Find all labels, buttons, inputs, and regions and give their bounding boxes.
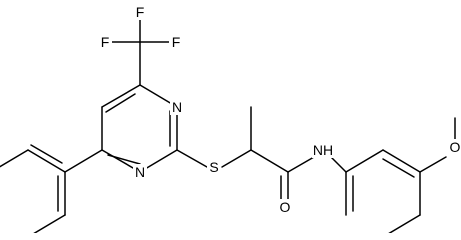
bond-ar-2-double — [382, 158, 415, 178]
bond-ar-o — [419, 156, 447, 173]
pyrimidine-nitrogen-bottom: N — [135, 164, 145, 180]
side-chain — [176, 106, 347, 204]
bond-c4-c5-double — [105, 93, 136, 113]
bond-ar-2 — [382, 149, 421, 173]
molecule-canvas: F F F N N S NH O O — [0, 4, 461, 233]
atom-labels: F F F N N S NH O O — [98, 4, 461, 215]
bond-c2-s — [176, 149, 208, 168]
bond-c4-c5 — [101, 84, 141, 108]
pyrimidine-nitrogen-top: N — [172, 99, 182, 115]
fluorine-label-left: F — [101, 34, 110, 50]
bond-ar-1 — [345, 149, 384, 173]
sulfur-label: S — [209, 159, 218, 175]
bond-ring-phenyl — [64, 149, 103, 173]
bond-ph-2 — [0, 149, 29, 168]
bond-ph-5 — [33, 214, 66, 233]
phenyl-ring — [0, 144, 103, 233]
bond-ph-1 — [27, 149, 66, 173]
methoxyphenyl-ring — [345, 117, 456, 233]
fluorine-label-right: F — [172, 34, 181, 50]
fluorine-label-top: F — [136, 4, 145, 20]
bond-ar-4 — [388, 214, 421, 233]
trifluoromethyl-group — [110, 16, 171, 86]
bond-ch-carbonyl — [250, 149, 289, 173]
pyrimidine-ring — [101, 84, 178, 173]
bond-n-aryl — [330, 156, 347, 173]
carbonyl-oxygen-label: O — [280, 199, 291, 215]
bond-carbonyl-n — [287, 156, 315, 173]
bond-c6-n1-double — [107, 154, 141, 165]
molecule-diagram: F F F N N S NH O O — [0, 4, 461, 233]
bond-s-ch — [221, 149, 252, 168]
methoxy-oxygen-label: O — [450, 139, 461, 155]
bond-ph-1-double — [30, 144, 63, 164]
amide-nh-label: NH — [313, 142, 333, 158]
